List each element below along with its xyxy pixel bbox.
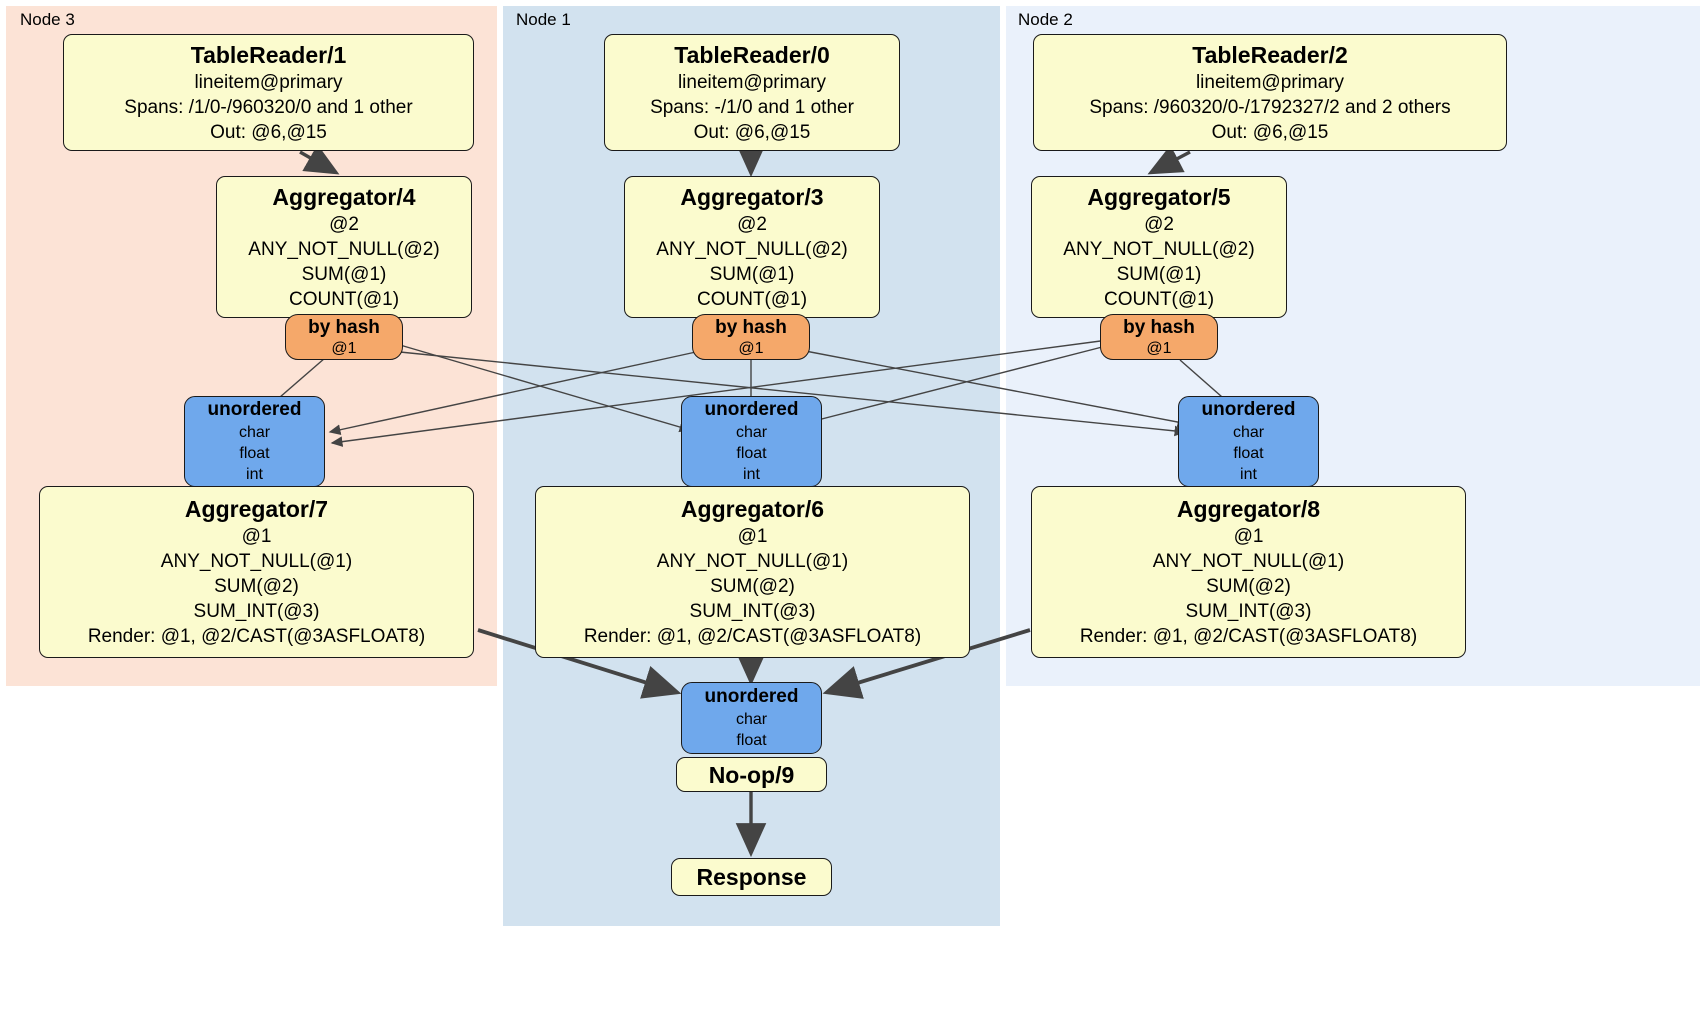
node-line: Out: @6,@15 [210, 121, 327, 143]
node-title: Aggregator/7 [184, 496, 329, 522]
node-line: SUM(@2) [1206, 576, 1291, 597]
router-title: by hash [715, 316, 787, 338]
node-response[interactable]: Response [671, 858, 832, 896]
node-tablereader-1[interactable]: TableReader/1 lineitem@primary Spans: /1… [63, 34, 474, 151]
node-line: Render: @1, @2/CAST(@3ASFLOAT8) [87, 626, 426, 647]
node-line: SUM(@1) [1116, 263, 1202, 285]
sync-line: int [1240, 466, 1257, 483]
sync-title: unordered [704, 686, 799, 707]
sync-line: char [735, 711, 768, 728]
node-title: TableReader/0 [674, 41, 830, 68]
sync-title: unordered [704, 399, 799, 420]
node-line: @1 [1233, 526, 1264, 547]
node-line: ANY_NOT_NULL(@1) [1152, 551, 1345, 572]
node-aggregator-5[interactable]: Aggregator/5 @2 ANY_NOT_NULL(@2) SUM(@1)… [1031, 176, 1287, 318]
node-title: TableReader/2 [1192, 41, 1348, 68]
sync-line: char [238, 424, 271, 441]
node-line: SUM_INT(@3) [689, 601, 816, 622]
node-line: Spans: /1/0-/960320/0 and 1 other [124, 96, 413, 118]
node-line: @1 [241, 526, 272, 547]
node-aggregator-3[interactable]: Aggregator/3 @2 ANY_NOT_NULL(@2) SUM(@1)… [624, 176, 880, 318]
sync-line: float [736, 732, 767, 749]
node-tablereader-0[interactable]: TableReader/0 lineitem@primary Spans: -/… [604, 34, 900, 151]
node-line: SUM_INT(@3) [1185, 601, 1312, 622]
sync-line: float [239, 445, 270, 462]
node-line: Spans: /960320/0-/1792327/2 and 2 others [1089, 96, 1451, 118]
node-line: SUM(@2) [710, 576, 795, 597]
node-line: lineitem@primary [1195, 71, 1345, 93]
node-line: Spans: -/1/0 and 1 other [650, 96, 854, 118]
cluster-node1-label: Node 1 [516, 10, 571, 29]
router-title: by hash [1123, 316, 1195, 338]
node-aggregator-8[interactable]: Aggregator/8 @1 ANY_NOT_NULL(@1) SUM(@2)… [1031, 486, 1466, 658]
node-title: Aggregator/8 [1176, 496, 1321, 522]
node-line: @2 [329, 213, 359, 235]
node-line: @1 [737, 526, 768, 547]
router-by-hash-left[interactable]: by hash @1 [285, 314, 403, 360]
node-line: Out: @6,@15 [1211, 121, 1329, 143]
node-line: SUM(@1) [709, 263, 795, 285]
node-title: Aggregator/6 [680, 496, 825, 522]
node-line: Render: @1, @2/CAST(@3ASFLOAT8) [583, 626, 922, 647]
synchronizer-unordered-right[interactable]: unordered char float int [1178, 396, 1319, 487]
synchronizer-unordered-center[interactable]: unordered char float int [681, 396, 822, 487]
node-line: ANY_NOT_NULL(@1) [160, 551, 353, 572]
sync-title: unordered [207, 399, 302, 420]
sync-title: unordered [1201, 399, 1296, 420]
node-line: SUM(@1) [301, 263, 387, 285]
node-line: Out: @6,@15 [693, 121, 811, 143]
cluster-node3-label: Node 3 [20, 10, 75, 29]
node-title: TableReader/1 [190, 41, 347, 68]
node-tablereader-2[interactable]: TableReader/2 lineitem@primary Spans: /9… [1033, 34, 1507, 151]
node-line: ANY_NOT_NULL(@2) [248, 238, 440, 260]
node-aggregator-6[interactable]: Aggregator/6 @1 ANY_NOT_NULL(@1) SUM(@2)… [535, 486, 970, 658]
node-line: lineitem@primary [194, 71, 343, 93]
sync-line: int [743, 466, 760, 483]
node-line: @2 [1144, 213, 1174, 235]
node-title: Aggregator/5 [1087, 183, 1231, 210]
synchronizer-unordered-final[interactable]: unordered char float [681, 682, 822, 754]
node-line: SUM_INT(@3) [193, 601, 320, 622]
sync-line: char [1232, 424, 1265, 441]
node-line: COUNT(@1) [696, 288, 808, 310]
node-aggregator-7[interactable]: Aggregator/7 @1 ANY_NOT_NULL(@1) SUM(@2)… [39, 486, 474, 658]
node-title: No-op/9 [708, 761, 795, 788]
node-line: ANY_NOT_NULL(@1) [656, 551, 849, 572]
node-line: ANY_NOT_NULL(@2) [1063, 238, 1255, 260]
node-title: Response [696, 864, 807, 890]
node-line: @2 [737, 213, 767, 235]
sync-line: float [1233, 445, 1264, 462]
node-aggregator-4[interactable]: Aggregator/4 @2 ANY_NOT_NULL(@2) SUM(@1)… [216, 176, 472, 318]
router-by-hash-right[interactable]: by hash @1 [1100, 314, 1218, 360]
router-line: @1 [331, 339, 357, 357]
node-noop-9[interactable]: No-op/9 [676, 757, 827, 792]
node-title: Aggregator/3 [680, 183, 824, 210]
node-line: lineitem@primary [677, 71, 827, 93]
sync-line: int [246, 466, 263, 483]
sync-line: float [736, 445, 767, 462]
node-title: Aggregator/4 [272, 183, 416, 210]
node-line: COUNT(@1) [1103, 288, 1215, 310]
router-title: by hash [308, 316, 380, 338]
sync-line: char [735, 424, 768, 441]
router-by-hash-center[interactable]: by hash @1 [692, 314, 810, 360]
router-line: @1 [1146, 339, 1172, 357]
router-line: @1 [738, 339, 764, 357]
synchronizer-unordered-left[interactable]: unordered char float int [184, 396, 325, 487]
node-line: ANY_NOT_NULL(@2) [656, 238, 848, 260]
node-line: SUM(@2) [214, 576, 299, 597]
cluster-node2-label: Node 2 [1018, 10, 1073, 29]
node-line: Render: @1, @2/CAST(@3ASFLOAT8) [1079, 626, 1418, 647]
node-line: COUNT(@1) [288, 288, 400, 310]
